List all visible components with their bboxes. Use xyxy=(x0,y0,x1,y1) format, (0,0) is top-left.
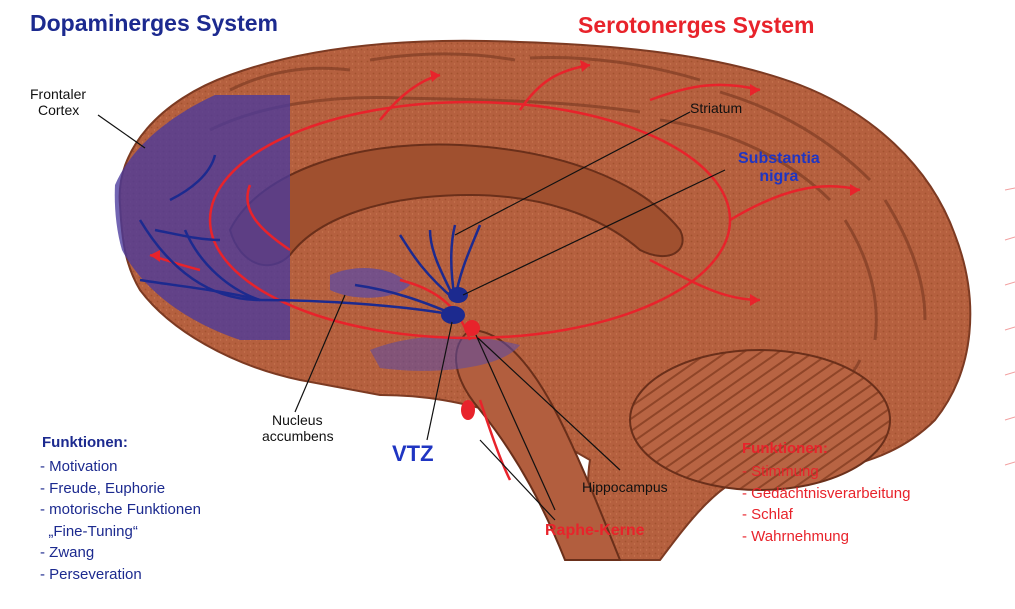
serotonin-function-item: - Wahrnehmung xyxy=(742,526,910,548)
serotonin-functions-title: Funktionen: xyxy=(742,440,828,457)
striatum-label: Striatum xyxy=(690,100,742,116)
serotonin-function-item: - Stimmung xyxy=(742,461,910,483)
dopamine-functions-title: Funktionen: xyxy=(42,434,128,451)
raphe-nucleus-lower xyxy=(461,400,475,420)
serotonin-function-item: - Gedächtnisverarbeitung xyxy=(742,483,910,505)
frontal-cortex-label: Frontaler Cortex xyxy=(30,86,86,118)
dopamine-function-item: - Freude, Euphorie xyxy=(40,478,201,500)
serotonin-functions-list: - Stimmung - Gedächtnisverarbeitung - Sc… xyxy=(742,461,910,547)
substantia-nigra-label: Substantia nigra xyxy=(738,150,820,187)
raphe-nucleus-upper xyxy=(464,320,480,336)
serotonin-function-item: - Schlaf xyxy=(742,504,910,526)
vtz-nucleus xyxy=(441,306,465,324)
frontal-cortex-region xyxy=(115,95,290,340)
nucleus-accumbens-label-line2: accumbens xyxy=(262,428,334,444)
substantia-nigra-label-line2: nigra xyxy=(738,168,820,186)
nucleus-accumbens-label-line1: Nucleus xyxy=(262,412,334,428)
substantia-nigra-label-line1: Substantia xyxy=(738,150,820,168)
vtz-label: VTZ xyxy=(392,441,434,466)
dopamine-function-item: - Perseveration xyxy=(40,564,201,586)
nucleus-accumbens-label: Nucleus accumbens xyxy=(262,412,334,444)
dopamine-system-title: Dopaminerges System xyxy=(30,10,278,36)
dopamine-functions-list: - Motivation - Freude, Euphorie - motori… xyxy=(40,456,201,585)
serotonin-system-title: Serotonerges System xyxy=(578,12,814,38)
margin-ticks xyxy=(1005,188,1015,465)
dopamine-function-item: - motorische Funktionen xyxy=(40,499,201,521)
frontal-cortex-label-line2: Cortex xyxy=(30,102,86,118)
dopamine-function-item: - Motivation xyxy=(40,456,201,478)
raphe-kerne-label: Raphe-Kerne xyxy=(545,522,645,540)
dopamine-function-item: - Zwang xyxy=(40,542,201,564)
substantia-nigra-nucleus xyxy=(448,287,468,303)
dopamine-function-item: „Fine-Tuning“ xyxy=(40,521,201,543)
hippocampus-label: Hippocampus xyxy=(582,479,668,495)
frontal-cortex-label-line1: Frontaler xyxy=(30,86,86,102)
